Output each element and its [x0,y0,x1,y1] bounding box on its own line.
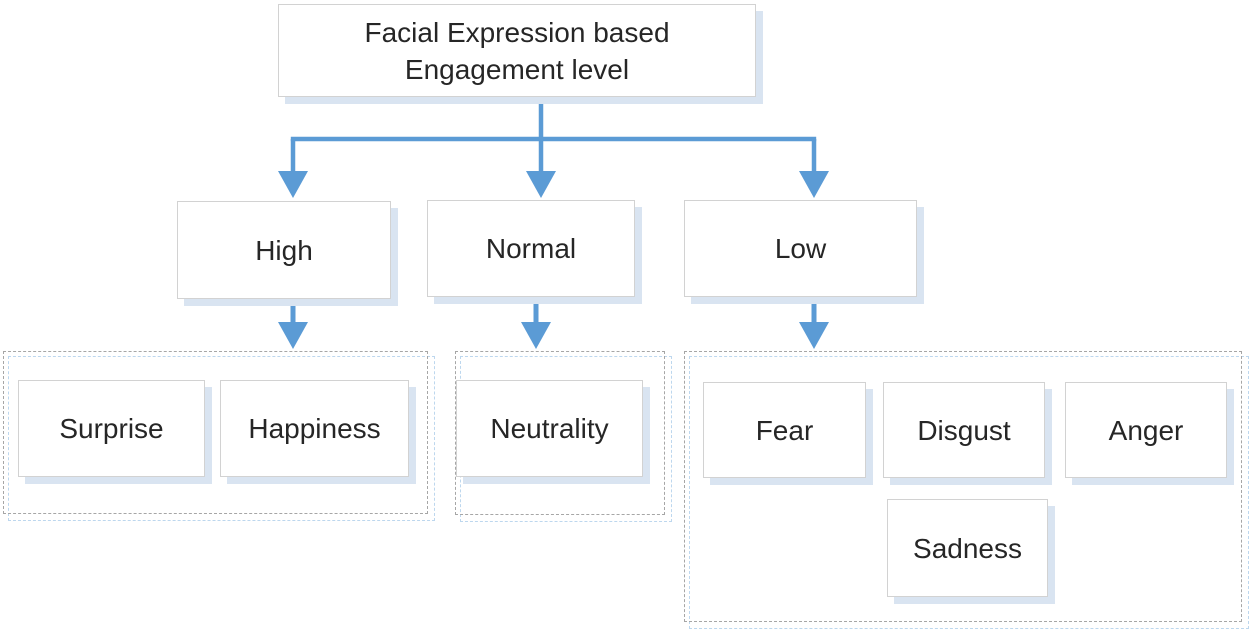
node-disgust-label: Disgust [917,414,1011,446]
group-normal-emotions: Neutrality [455,351,672,522]
root-label-line1: Facial Expression based [364,16,670,48]
node-fear: Fear [703,382,866,478]
node-high-label: High [255,234,313,266]
node-surprise: Surprise [18,380,205,477]
node-low-label: Low [774,233,827,264]
node-happiness-label: Happiness [248,413,381,444]
node-neutrality: Neutrality [456,380,643,477]
node-neutrality-label: Neutrality [490,413,609,444]
node-high: High [177,201,391,299]
arrowheads-groups [278,322,829,349]
node-normal-label: Normal [485,233,577,264]
arrowheads-level2 [278,171,829,198]
node-disgust: Disgust [883,382,1045,478]
node-anger: Anger [1065,382,1227,478]
node-anger-label: Anger [1108,414,1184,446]
group-high-emotions: Surprise Happiness [3,351,435,521]
node-engagement-root: Facial Expression based Engagement level [278,4,756,97]
node-sadness-label: Sadness [913,532,1022,564]
node-fear-label: Fear [755,414,814,446]
node-happiness: Happiness [220,380,409,477]
root-label: Facial Expression based Engagement level [364,14,669,88]
node-surprise-label: Surprise [59,413,164,444]
node-sadness: Sadness [887,499,1048,597]
node-normal: Normal [427,200,635,297]
group-low-emotions: Fear Disgust Anger Sadness [684,351,1249,629]
node-low: Low [684,200,917,297]
group-low-outline [684,351,1242,622]
group-normal-outline [455,351,665,515]
group-high-outline [3,351,428,514]
connectors-level2-to-groups [290,299,817,324]
connector-root-trunk [290,97,817,173]
root-label-line2: Engagement level [404,53,630,85]
